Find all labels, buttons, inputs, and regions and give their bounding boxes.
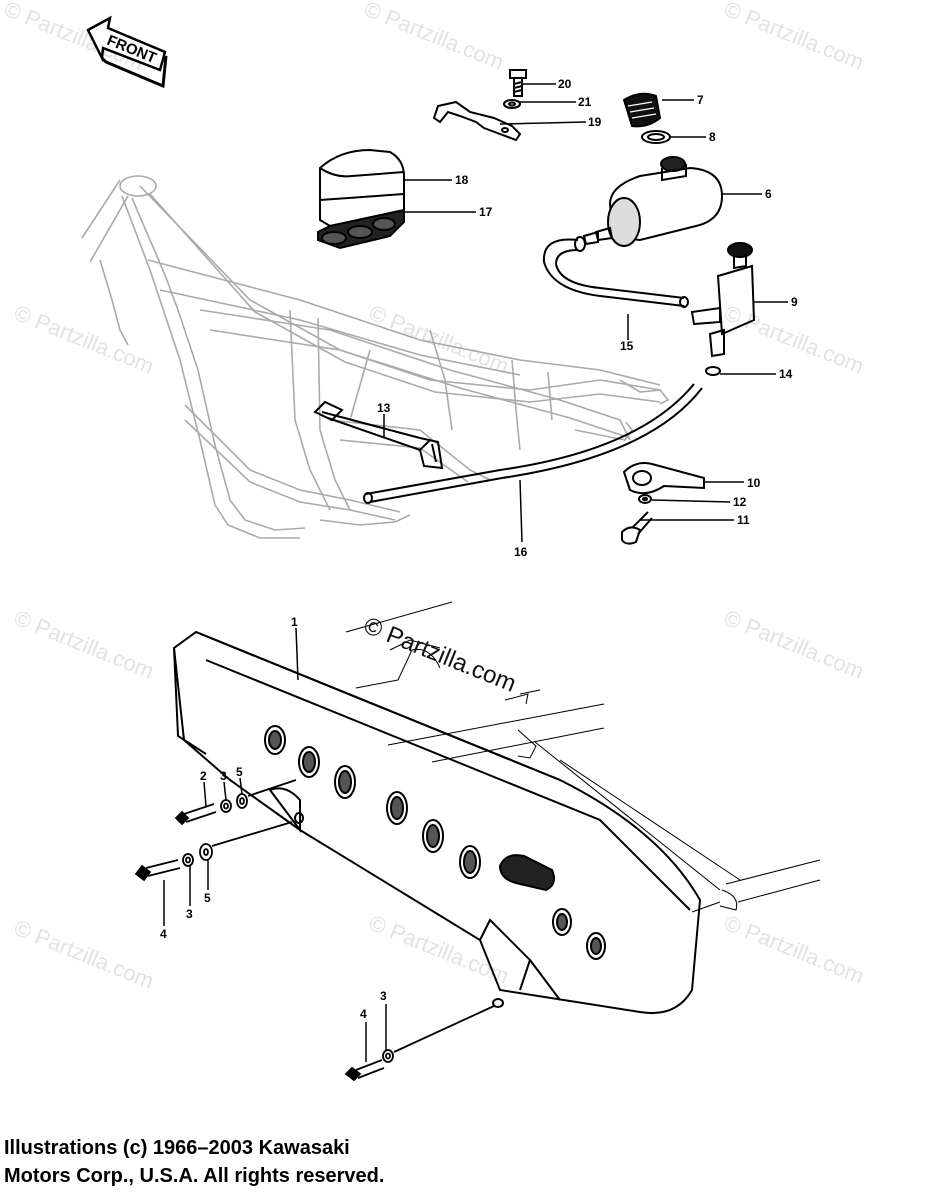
oil-hose-15 <box>542 236 689 308</box>
callout-11: 11 <box>737 513 750 527</box>
callout-13: 13 <box>377 401 391 415</box>
mounting-bracket <box>432 69 527 142</box>
copyright-line-1: Illustrations (c) 1966–2003 Kawasaki <box>4 1137 350 1159</box>
copyright-notice: Illustrations (c) 1966–2003 Kawasaki Mot… <box>4 1134 384 1190</box>
callout-9: 9 <box>791 295 798 309</box>
tank-cap <box>622 92 671 144</box>
callout-3: 3 <box>380 989 387 1003</box>
front-arrow-icon: FRONT <box>86 15 168 89</box>
callout-5: 5 <box>236 765 243 779</box>
callout-21: 21 <box>578 95 592 109</box>
callout-8: 8 <box>709 130 716 144</box>
callout-numbers: 20 21 19 7 8 6 9 14 10 12 11 18 17 15 16… <box>160 77 798 1021</box>
callout-4: 4 <box>360 1007 367 1021</box>
oil-hose-16 <box>363 383 703 504</box>
copyright-line-2: Motors Corp., U.S.A. All rights reserved… <box>4 1165 385 1187</box>
battery-strap <box>313 400 444 470</box>
callout-20: 20 <box>558 77 572 91</box>
callout-14: 14 <box>779 367 793 381</box>
motorcycle-frame <box>81 175 670 539</box>
callout-7: 7 <box>697 93 704 107</box>
callout-6: 6 <box>765 187 772 201</box>
callout-15: 15 <box>620 339 634 353</box>
callout-5: 5 <box>204 891 211 905</box>
callout-12: 12 <box>733 495 747 509</box>
callout-16: 16 <box>514 545 528 559</box>
hose-clamp <box>621 462 705 545</box>
chain-guard <box>172 630 702 1014</box>
callout-1: 1 <box>291 615 298 629</box>
callout-leaders <box>163 83 788 1062</box>
callout-4: 4 <box>160 927 167 941</box>
callout-10: 10 <box>747 476 761 490</box>
hose-clip <box>705 366 721 376</box>
mounting-hardware <box>134 779 495 1082</box>
swing-arm-outline <box>345 601 821 913</box>
callout-17: 17 <box>479 205 493 219</box>
callout-18: 18 <box>455 173 469 187</box>
callout-2: 2 <box>200 769 207 783</box>
oil-valve <box>690 242 756 358</box>
oil-tank <box>582 156 724 247</box>
battery-case <box>317 148 405 250</box>
callout-3: 3 <box>220 769 227 783</box>
callout-3: 3 <box>186 907 193 921</box>
callout-19: 19 <box>588 115 602 129</box>
